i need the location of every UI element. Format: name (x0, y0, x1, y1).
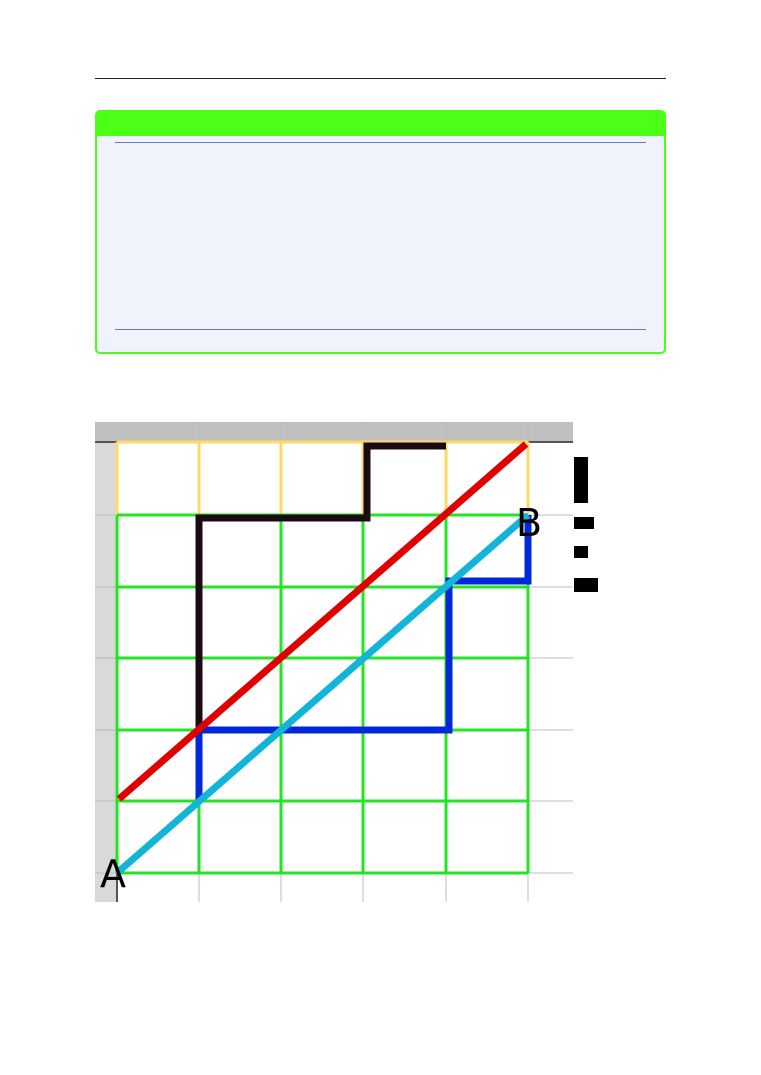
black-path (195, 442, 446, 730)
top-axis-bar (95, 422, 573, 442)
red-diagonal (116, 441, 529, 802)
yellow-grid-row (115, 440, 530, 515)
box-bottom-rule (115, 329, 646, 330)
left-axis-bar (95, 442, 117, 902)
point-a-label: A (100, 852, 126, 896)
box-header-bar (97, 112, 664, 136)
green-header-box (95, 110, 666, 354)
right-edge-marks (574, 457, 598, 592)
box-top-rule (115, 142, 646, 143)
top-rule (95, 78, 666, 79)
point-b-label: B (516, 501, 542, 545)
blue-path (195, 515, 532, 801)
cyan-diagonal (114, 512, 531, 876)
